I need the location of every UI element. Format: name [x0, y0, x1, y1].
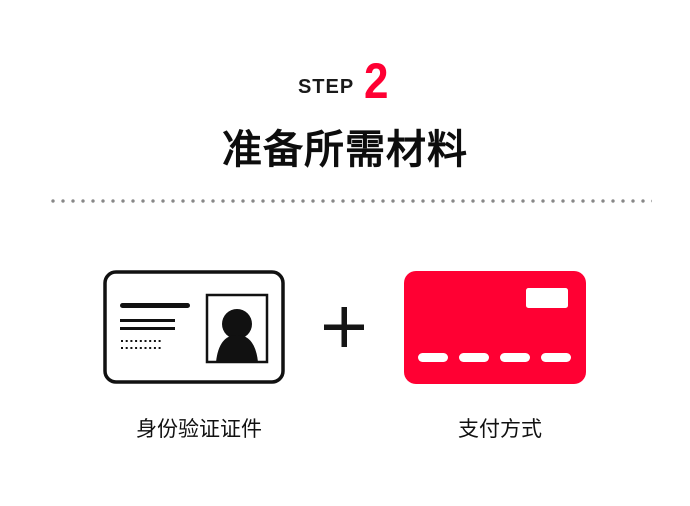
plus-icon: [324, 307, 364, 347]
id-card-icon: [103, 270, 285, 384]
id-document-label: 身份验证证件: [136, 417, 262, 441]
step-label: STEP: [297, 76, 355, 98]
payment-method-label: 支付方式: [458, 417, 542, 441]
step-indicator: STEP 2: [0, 53, 690, 109]
page-title: 准备所需材料: [222, 127, 468, 173]
dotted-divider: [48, 199, 652, 203]
step-number: 2: [364, 53, 389, 109]
credit-card-icon: [404, 271, 586, 384]
